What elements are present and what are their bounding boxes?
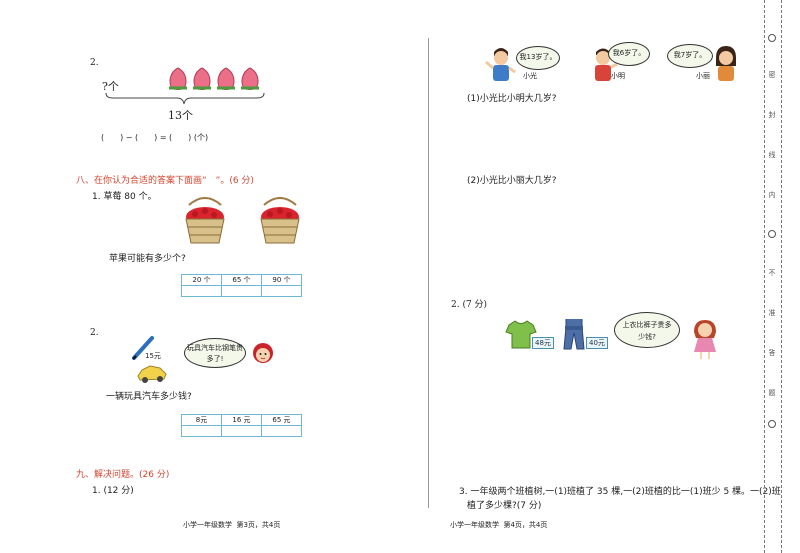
unknown-count-label: ?个 bbox=[102, 80, 119, 93]
speech-bubble: 我6岁了。 bbox=[608, 42, 650, 66]
binding-char: 内 bbox=[768, 191, 776, 199]
basket-icon bbox=[260, 197, 300, 244]
answer-cell[interactable] bbox=[261, 285, 302, 297]
option-cell: 90 个 bbox=[261, 274, 302, 286]
speech-bubble: 上衣比裤子贵多少钱? bbox=[614, 312, 680, 348]
kid-name-label: 小丽 bbox=[696, 72, 710, 80]
shirt-price-tag: 48元 bbox=[532, 337, 554, 349]
section-8-q2-options-table: 8元 16 元 65 元 bbox=[181, 414, 302, 437]
peach-icon bbox=[241, 67, 259, 90]
peach-icon bbox=[193, 67, 211, 90]
answer-cell[interactable] bbox=[181, 285, 222, 297]
pen-icon bbox=[132, 336, 154, 360]
binding-circle bbox=[768, 230, 776, 238]
binding-char: 不 bbox=[768, 269, 776, 277]
section-8-q1-question: 苹果可能有多少个? bbox=[109, 254, 186, 264]
binding-char: 封 bbox=[768, 111, 776, 119]
answer-cell[interactable] bbox=[221, 425, 262, 437]
answer-cell[interactable] bbox=[261, 425, 302, 437]
section-8-q1-options-table: 20 个 65 个 90 个 bbox=[181, 274, 302, 297]
question-3-line-1: 3. 一年级两个班植树,一(1)班植了 35 棵,一(2)班植的比一(1)班少 … bbox=[459, 487, 781, 497]
strawberry-basket-illustration bbox=[260, 197, 300, 244]
total-label: 13个 bbox=[168, 109, 193, 122]
answer-cell[interactable] bbox=[181, 425, 222, 437]
section-9-heading: 九、解决问题。(26 分) bbox=[76, 470, 170, 480]
girl-avatar bbox=[253, 343, 273, 363]
pen-price: 15元 bbox=[145, 352, 161, 360]
option-cell: 8元 bbox=[181, 414, 222, 426]
section-8-q2-number: 2. bbox=[90, 328, 99, 338]
option-cell: 65 元 bbox=[261, 414, 302, 426]
kid-name-label: 小明 bbox=[611, 72, 625, 80]
peach-icon bbox=[217, 67, 235, 90]
question-2-number: 2. bbox=[90, 58, 99, 68]
speech-bubble: 我7岁了。 bbox=[667, 44, 713, 68]
section-8-q2-question: 一辆玩具汽车多少钱? bbox=[106, 392, 192, 402]
question-3-line-2: 植了多少棵?(7 分) bbox=[467, 501, 542, 511]
binding-char: 答 bbox=[768, 349, 776, 357]
basket-icon bbox=[185, 197, 225, 244]
binding-char: 密 bbox=[768, 71, 776, 79]
speech-bubble: 玩具汽车比钢笔贵多了! bbox=[184, 338, 246, 368]
toy-car-icon bbox=[137, 365, 167, 383]
binding-char: 准 bbox=[768, 309, 776, 317]
pants-price-tag: 40元 bbox=[586, 337, 608, 349]
question-2-label: 2. (7 分) bbox=[451, 300, 488, 310]
page-divider bbox=[428, 38, 429, 508]
total-brace bbox=[105, 92, 265, 105]
peach-icon bbox=[169, 67, 187, 90]
section-9-q1-label: 1. (12 分) bbox=[92, 486, 134, 496]
option-cell: 20 个 bbox=[181, 274, 222, 286]
binding-circle bbox=[768, 420, 776, 428]
page-footer: 小学一年级数学 第3页，共4页 bbox=[183, 521, 281, 529]
shirt-icon bbox=[505, 320, 537, 349]
pants-icon bbox=[563, 319, 585, 350]
section-8-q1-label: 1. 草莓 80 个。 bbox=[92, 192, 157, 202]
binding-char: 题 bbox=[768, 389, 776, 397]
equation-blanks[interactable]: ( ) − ( ) = ( ) (个) bbox=[101, 133, 209, 142]
binding-char: 线 bbox=[768, 151, 776, 159]
peaches-illustration bbox=[169, 67, 259, 90]
question-1a: (1)小光比小明大几岁? bbox=[467, 94, 557, 104]
page-footer: 小学一年级数学 第4页，共4页 bbox=[450, 521, 548, 529]
option-cell: 16 元 bbox=[221, 414, 262, 426]
speech-bubble: 我13岁了。 bbox=[516, 46, 560, 70]
strawberry-basket-illustration bbox=[185, 197, 225, 244]
binding-circle bbox=[768, 34, 776, 42]
boy-avatar bbox=[485, 48, 516, 81]
binding-strip bbox=[764, 0, 782, 553]
kid-name-label: 小光 bbox=[523, 72, 537, 80]
answer-cell[interactable] bbox=[221, 285, 262, 297]
girl-avatar bbox=[716, 46, 736, 81]
girl-figure bbox=[694, 320, 716, 359]
question-1b: (2)小光比小丽大几岁? bbox=[467, 176, 557, 186]
section-8-heading: 八、在你认为合适的答案下面画“ ”。(6 分) bbox=[76, 176, 254, 186]
boy-avatar bbox=[595, 48, 618, 81]
option-cell: 65 个 bbox=[221, 274, 262, 286]
